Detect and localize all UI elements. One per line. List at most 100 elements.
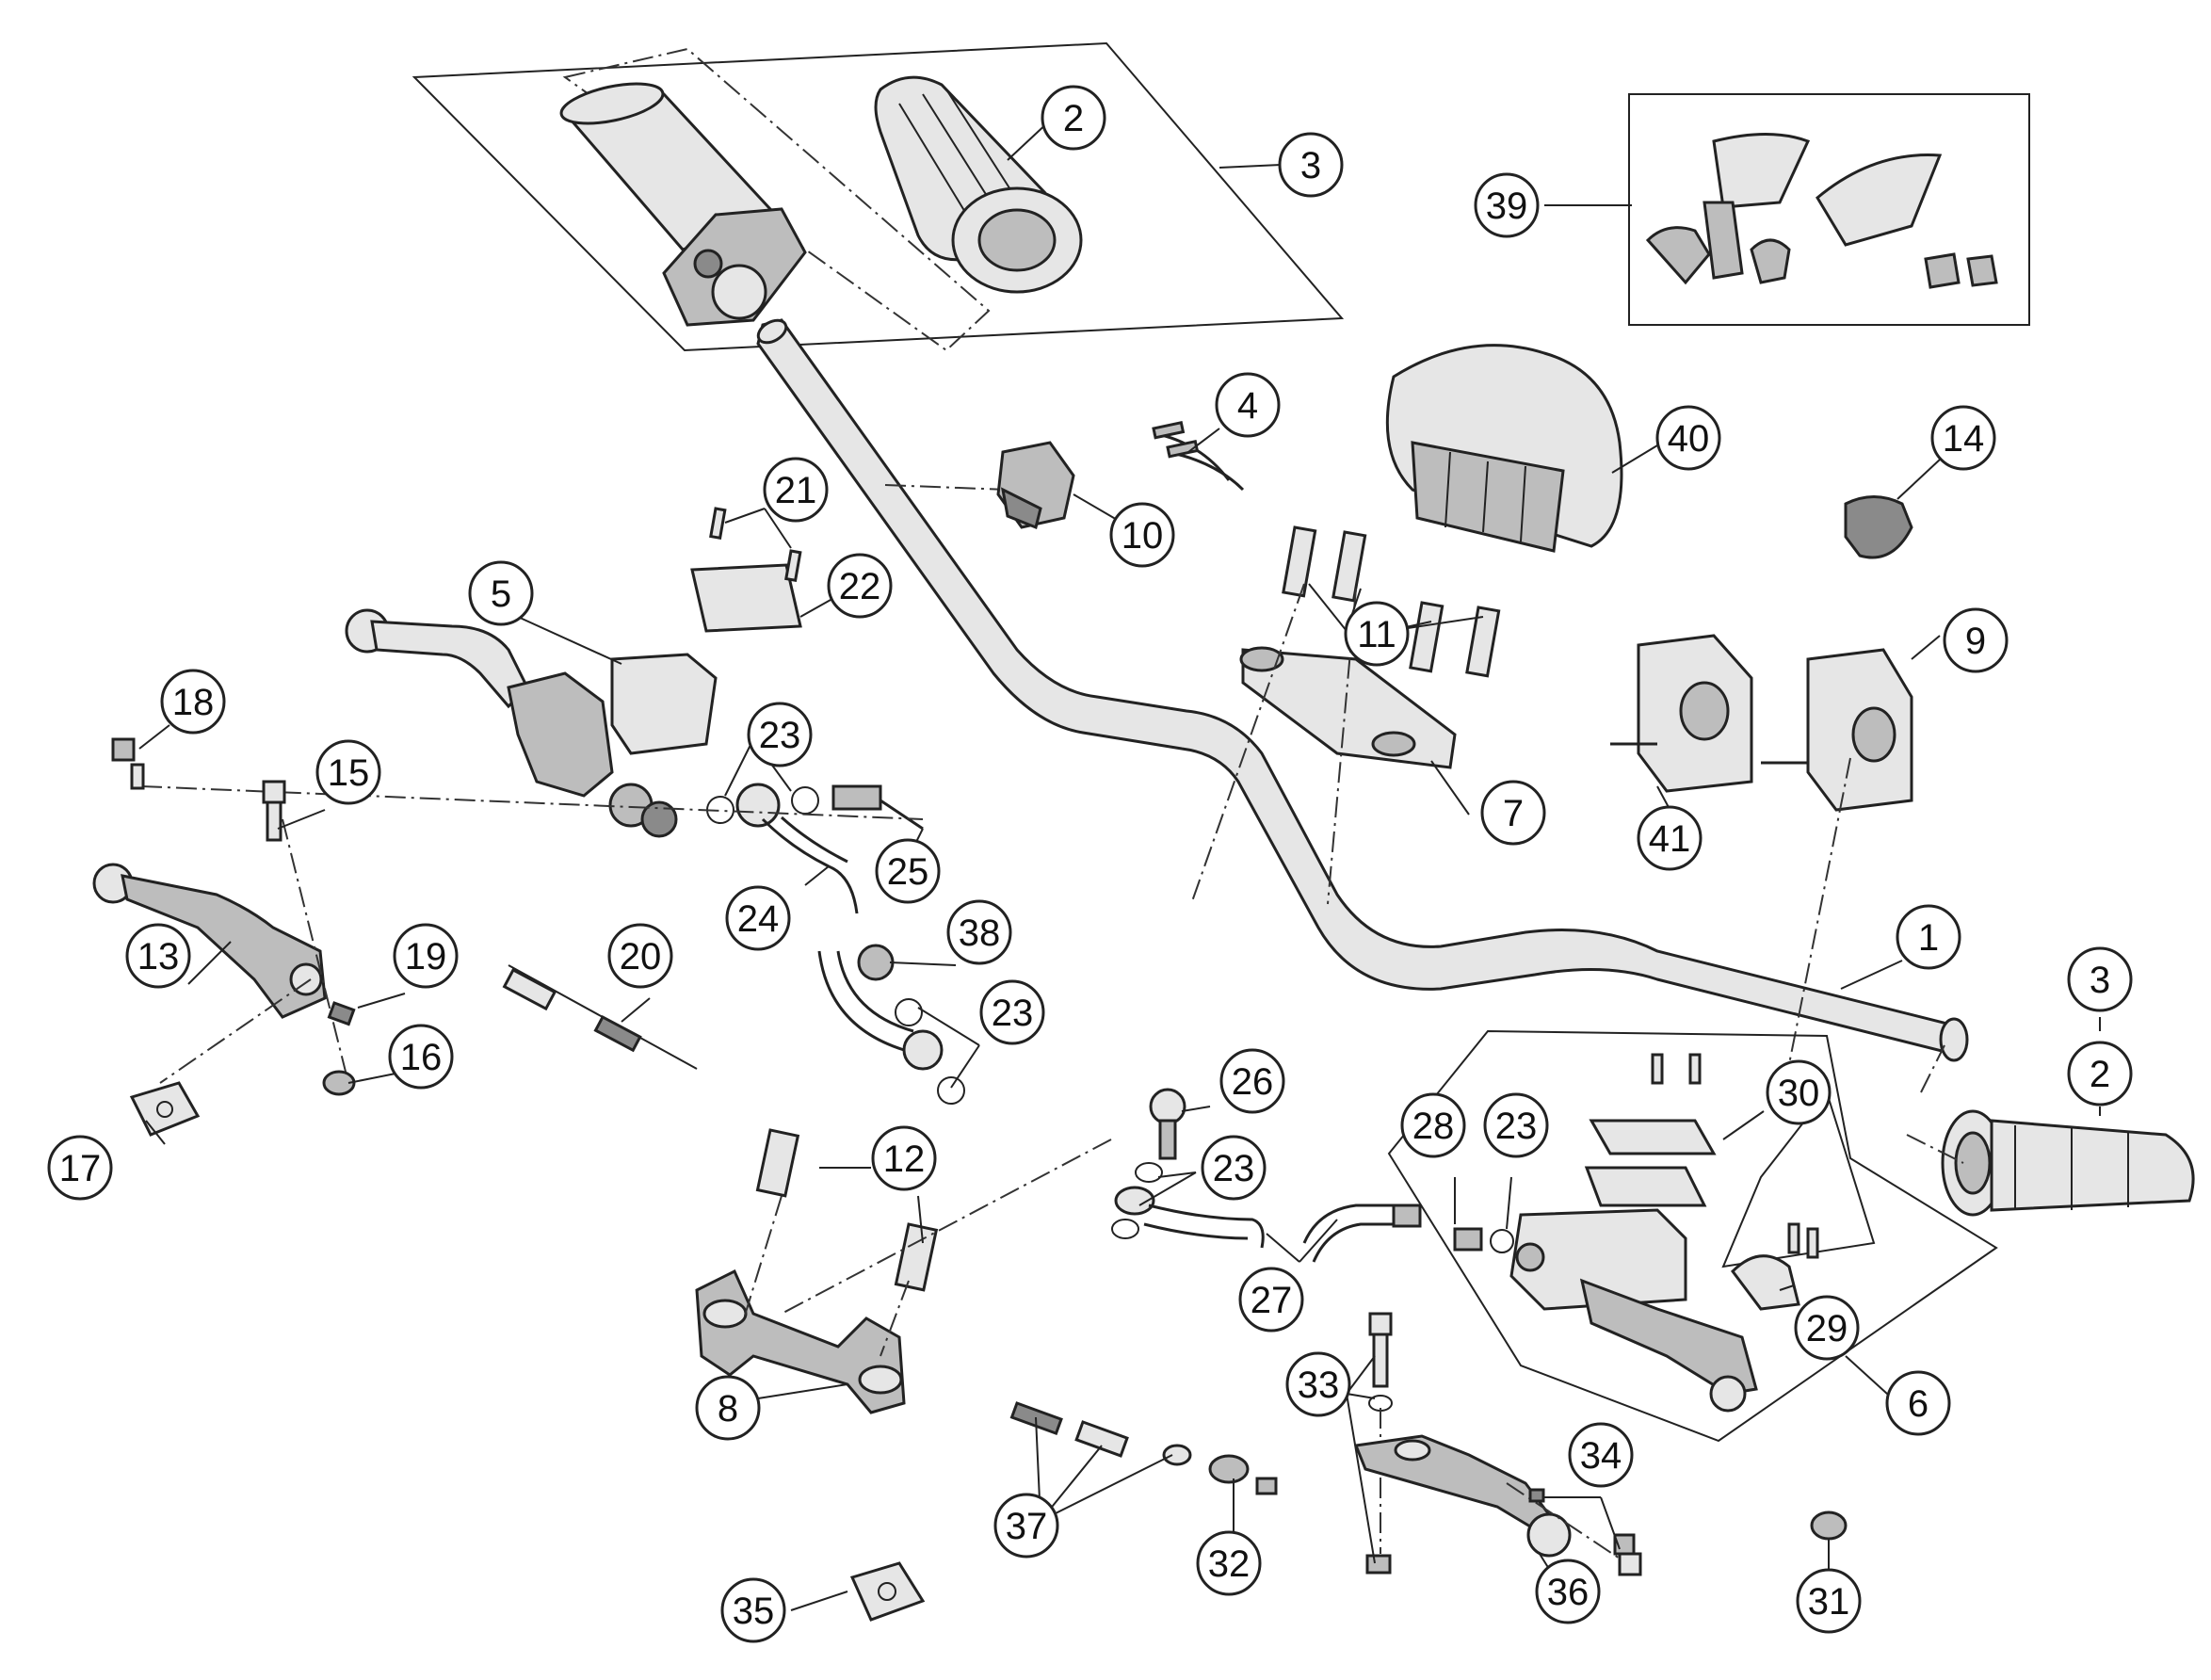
callout-circle bbox=[875, 838, 941, 904]
reservoir-cap bbox=[690, 507, 802, 633]
callout-15: 15 bbox=[315, 739, 381, 805]
callout-label: 19 bbox=[405, 936, 447, 977]
callout-label: 38 bbox=[959, 913, 1001, 954]
callout-label: 2 bbox=[2090, 1054, 2110, 1095]
callout-circle bbox=[1201, 1135, 1267, 1201]
callout-circle bbox=[468, 560, 534, 626]
callout-circle bbox=[1896, 904, 1961, 970]
callout-label: 10 bbox=[1122, 515, 1164, 557]
callout-circle bbox=[1796, 1568, 1862, 1634]
grip-left bbox=[874, 75, 1083, 294]
callout-circle bbox=[1238, 1267, 1304, 1333]
callout-circle bbox=[946, 899, 1012, 965]
brake-master-cylinder bbox=[1453, 1208, 1758, 1413]
callout-6: 6 bbox=[1885, 1370, 1951, 1436]
callout-38: 38 bbox=[946, 899, 1012, 965]
callout-label: 40 bbox=[1668, 418, 1710, 460]
callout-circle bbox=[2067, 946, 2133, 1012]
callout-circle bbox=[1930, 405, 1996, 471]
callout-41: 41 bbox=[1637, 805, 1703, 871]
brake-lever bbox=[1353, 1434, 1572, 1558]
callout-label: 30 bbox=[1778, 1073, 1820, 1114]
callout-23: 23 bbox=[979, 979, 1045, 1045]
callout-23: 23 bbox=[747, 702, 813, 767]
callout-23: 23 bbox=[1483, 1092, 1549, 1158]
callout-16: 16 bbox=[388, 1024, 454, 1090]
callout-circle bbox=[993, 1493, 1059, 1559]
callout-label: 22 bbox=[839, 566, 881, 607]
banjo-fitting-lower bbox=[817, 944, 965, 1105]
callout-label: 5 bbox=[491, 573, 511, 615]
callout-7: 7 bbox=[1480, 780, 1546, 846]
callout-label: 39 bbox=[1486, 186, 1528, 227]
callout-22: 22 bbox=[827, 553, 893, 619]
callout-label: 36 bbox=[1547, 1572, 1590, 1613]
callout-label: 16 bbox=[400, 1037, 443, 1078]
nut-31 bbox=[1810, 1510, 1848, 1541]
callout-label: 3 bbox=[2090, 960, 2110, 1001]
callout-circle bbox=[1219, 1048, 1285, 1114]
callout-circle bbox=[388, 1024, 454, 1090]
callout-circle bbox=[1196, 1530, 1262, 1596]
pushrod-kit-37 bbox=[1009, 1401, 1192, 1466]
dashboard bbox=[1385, 344, 1623, 553]
nut-16 bbox=[322, 1070, 356, 1096]
callout-circle bbox=[725, 885, 791, 951]
callout-label: 7 bbox=[1503, 793, 1524, 834]
callout-3: 3 bbox=[1278, 132, 1344, 198]
callout-31: 31 bbox=[1796, 1568, 1862, 1634]
callout-21: 21 bbox=[763, 457, 829, 523]
callout-circle bbox=[871, 1125, 937, 1191]
reservoir-cap-30 bbox=[1584, 1053, 1717, 1207]
handguard-kit bbox=[1628, 93, 2030, 326]
callout-11: 11 bbox=[1344, 601, 1410, 667]
callout-circle bbox=[315, 739, 381, 805]
callout-label: 15 bbox=[328, 752, 370, 794]
callout-26: 26 bbox=[1219, 1048, 1285, 1114]
callout-label: 29 bbox=[1806, 1308, 1848, 1349]
callout-label: 1 bbox=[1918, 917, 1939, 959]
callout-label: 33 bbox=[1298, 1365, 1340, 1406]
callout-circle bbox=[1637, 805, 1703, 871]
callout-circle bbox=[1885, 1370, 1951, 1436]
callout-10: 10 bbox=[1109, 502, 1175, 568]
callout-circle bbox=[695, 1375, 761, 1441]
callout-label: 23 bbox=[759, 715, 801, 756]
callout-9: 9 bbox=[1943, 607, 2009, 673]
callout-label: 11 bbox=[1357, 614, 1396, 655]
throttle-tube bbox=[559, 82, 807, 327]
callout-circle bbox=[1480, 780, 1546, 846]
callout-25: 25 bbox=[875, 838, 941, 904]
callout-circle bbox=[1278, 132, 1344, 198]
callout-circle bbox=[747, 702, 813, 767]
callout-label: 23 bbox=[1213, 1148, 1255, 1189]
throttle-cables bbox=[1152, 420, 1245, 492]
callout-24: 24 bbox=[725, 885, 791, 951]
callout-label: 35 bbox=[733, 1591, 775, 1632]
callout-circle bbox=[1041, 85, 1106, 151]
callout-40: 40 bbox=[1655, 405, 1721, 471]
callout-label: 32 bbox=[1208, 1543, 1251, 1585]
callout-4: 4 bbox=[1215, 372, 1281, 438]
top-clamp bbox=[1239, 525, 1501, 769]
callout-label: 17 bbox=[59, 1148, 102, 1189]
callout-label: 4 bbox=[1237, 385, 1258, 427]
callout-circle bbox=[1109, 502, 1175, 568]
clutch-lever bbox=[92, 863, 327, 1019]
bushing-32 bbox=[1208, 1454, 1278, 1495]
clamp-block-41 bbox=[1610, 634, 1753, 793]
callout-32: 32 bbox=[1196, 1530, 1262, 1596]
callout-35: 35 bbox=[720, 1577, 786, 1643]
callout-label: 12 bbox=[883, 1139, 926, 1180]
handlebar bbox=[756, 318, 1969, 1062]
callout-circle bbox=[1535, 1559, 1601, 1624]
master-cylinder-clamp bbox=[1731, 1222, 1819, 1311]
callout-17: 17 bbox=[47, 1135, 113, 1201]
callout-30: 30 bbox=[1766, 1059, 1832, 1125]
callout-circle bbox=[393, 923, 459, 989]
handlebar-riser-clamp bbox=[695, 1128, 939, 1414]
leader-lines bbox=[138, 120, 2101, 1611]
callout-label: 8 bbox=[718, 1388, 738, 1430]
callout-circle bbox=[1568, 1422, 1634, 1488]
